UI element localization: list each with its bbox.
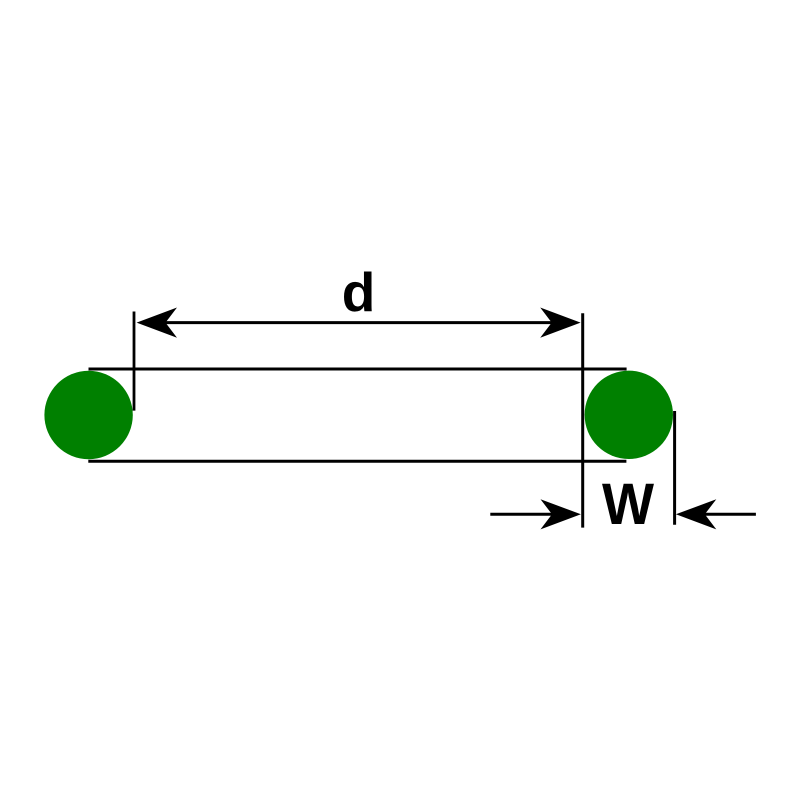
svg-text:W: W bbox=[602, 472, 655, 537]
svg-text:d: d bbox=[342, 261, 376, 323]
